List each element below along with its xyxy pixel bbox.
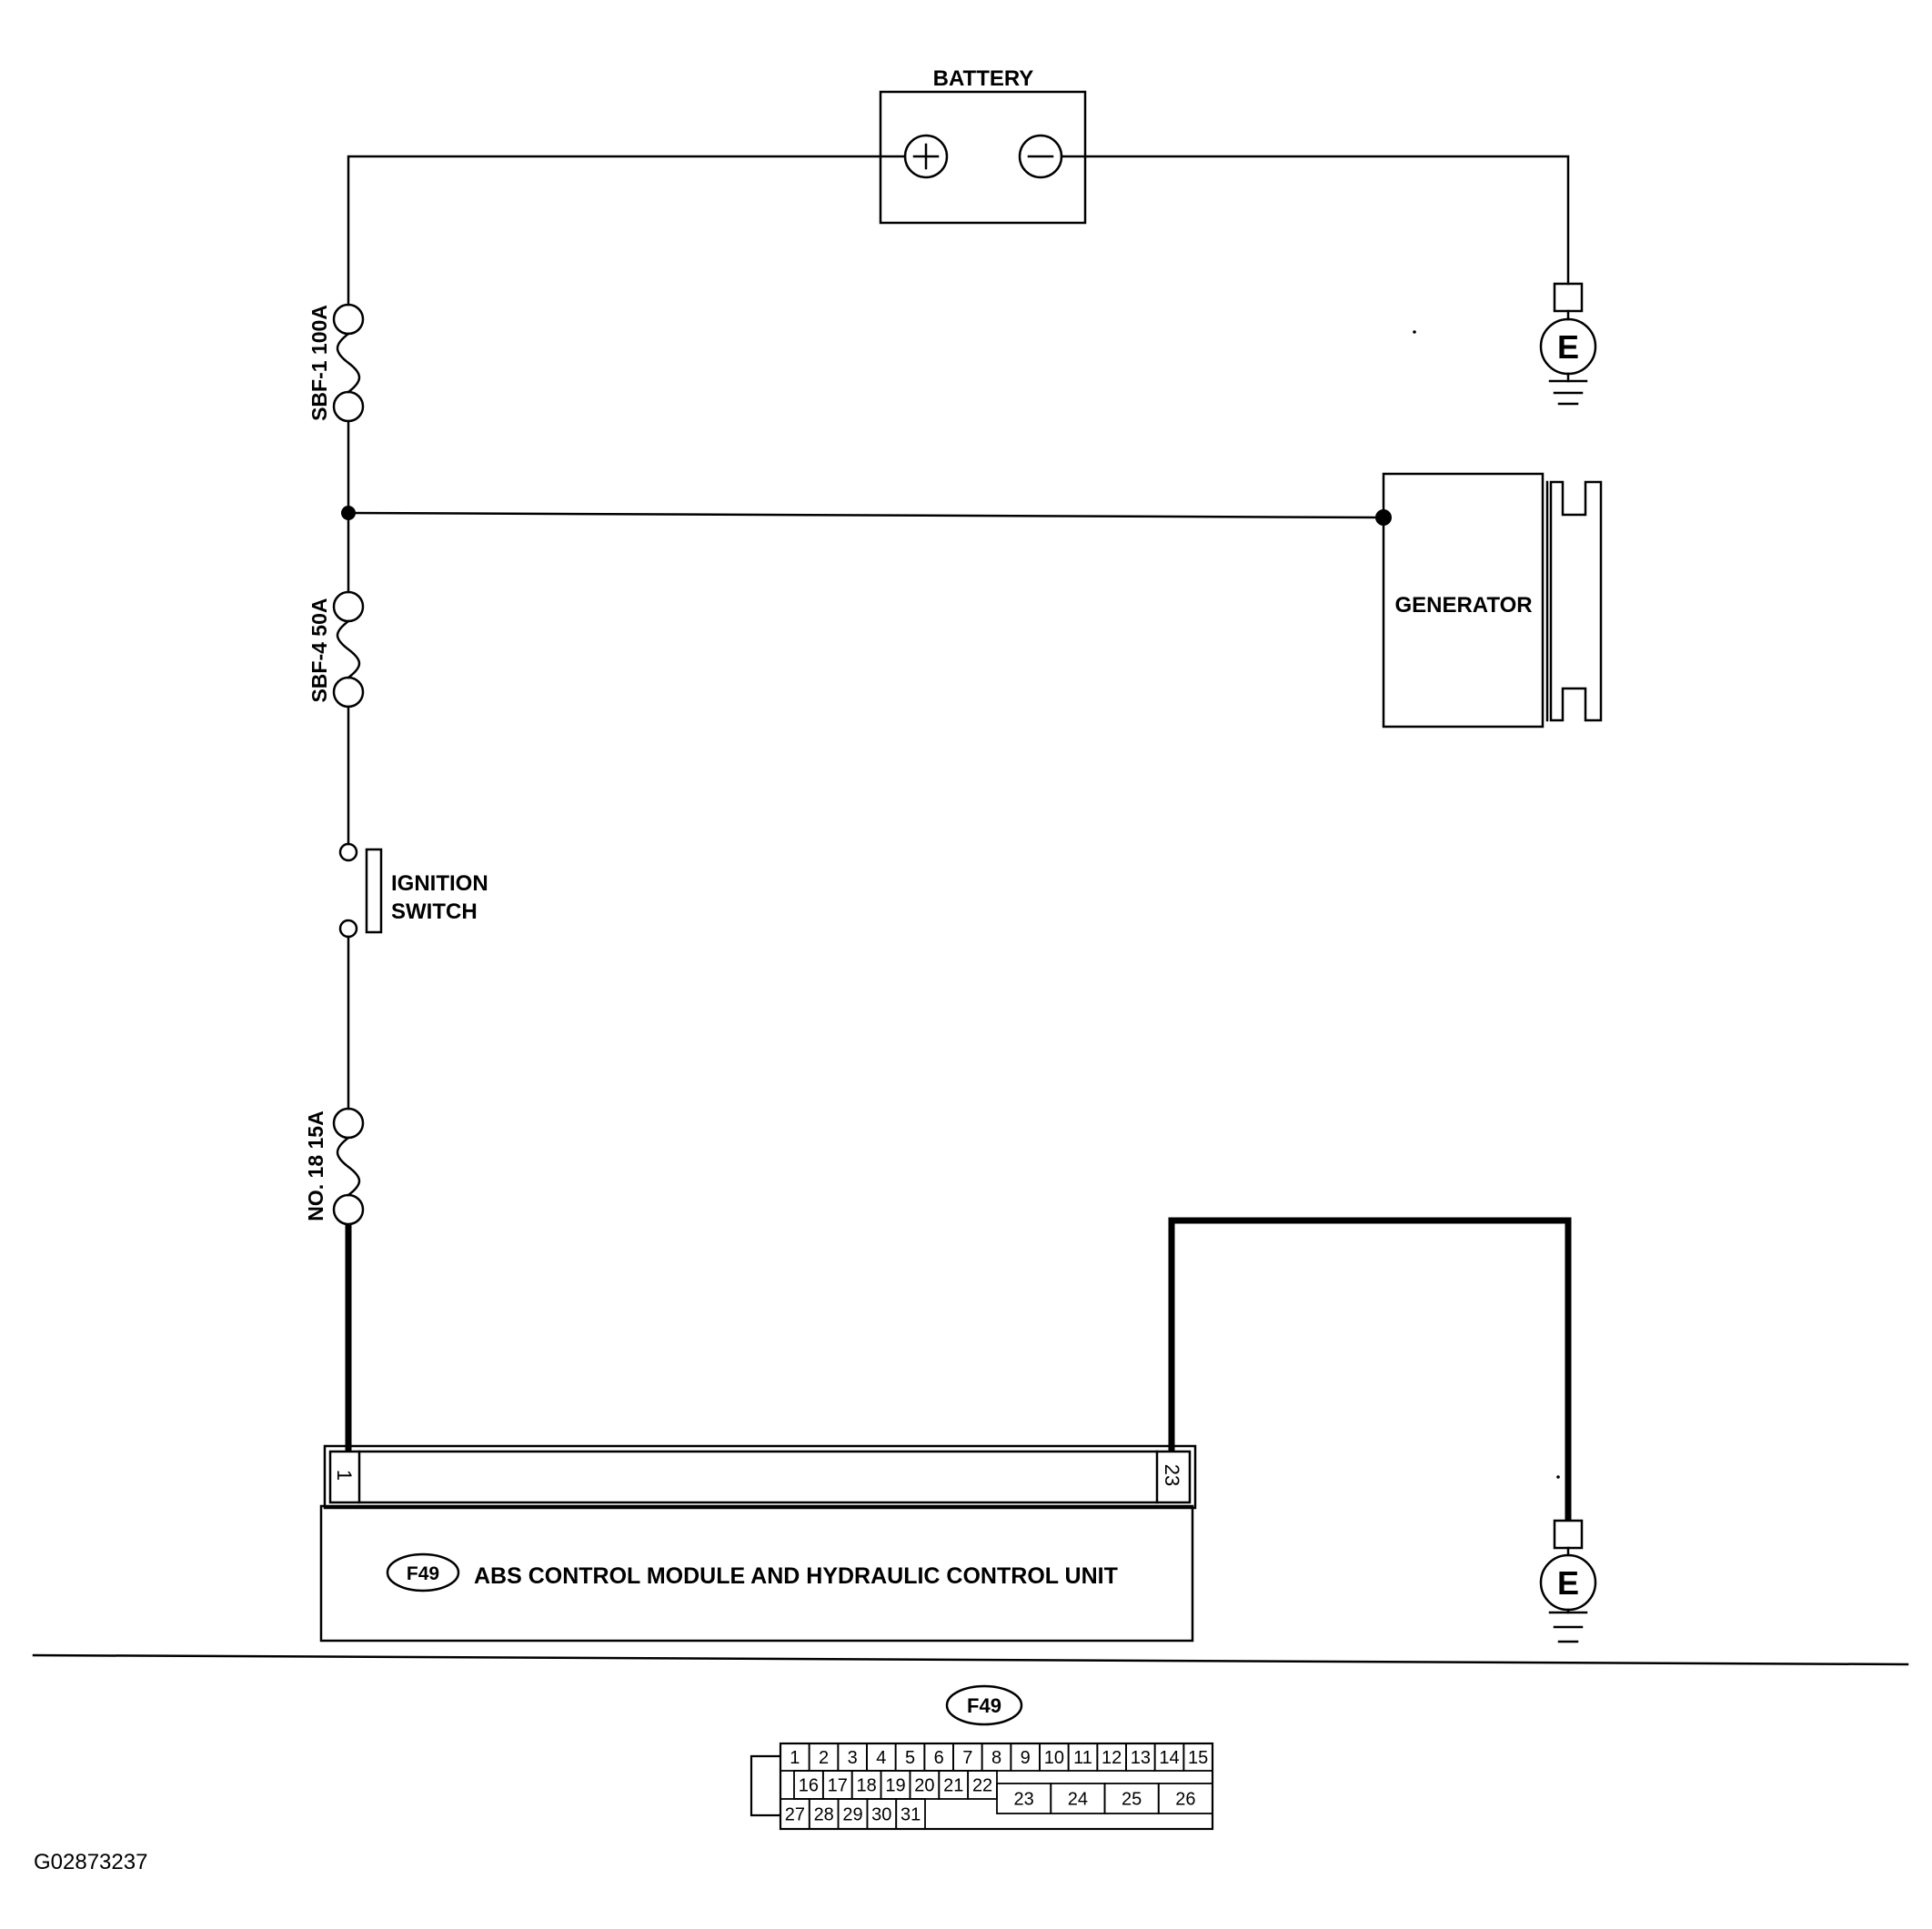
fuse-no-18-label: NO. 18 15A xyxy=(304,1110,327,1221)
pin-number: 12 xyxy=(1102,1748,1122,1768)
pin-number: 21 xyxy=(943,1776,963,1796)
pin-number: 2 xyxy=(819,1748,829,1768)
pin-number: 3 xyxy=(848,1748,858,1768)
pin-number: 15 xyxy=(1188,1748,1208,1768)
fuse-icon xyxy=(336,619,361,679)
pulley-icon xyxy=(1545,480,1603,722)
connector-lock-tab xyxy=(750,1754,780,1817)
stray-dot xyxy=(1413,330,1416,334)
battery-body xyxy=(879,90,1087,225)
generator-body xyxy=(1382,472,1545,728)
fuse-sbf-1-label: SBF-1 100A xyxy=(307,305,331,421)
connector-id-badge xyxy=(386,1552,460,1592)
pin-number: 16 xyxy=(799,1776,819,1796)
section-divider xyxy=(32,1653,1909,1666)
module-pin-23: 23 xyxy=(1161,1464,1183,1486)
module-name: ABS CONTROL MODULE AND HYDRAULIC CONTROL… xyxy=(474,1563,1118,1589)
wire-battery-positive xyxy=(347,155,907,306)
pin-number: 31 xyxy=(901,1805,921,1825)
wire-to-generator xyxy=(347,511,1385,519)
minus-terminal-icon xyxy=(1018,134,1063,179)
battery-label: BATTERY xyxy=(933,66,1034,91)
generator-label: GENERATOR xyxy=(1394,593,1532,618)
pin-number: 19 xyxy=(885,1776,905,1796)
pin-number: 8 xyxy=(991,1748,1001,1768)
pin-number: 10 xyxy=(1044,1748,1064,1768)
pin-number: 30 xyxy=(871,1805,891,1825)
pin-number: 22 xyxy=(972,1776,992,1796)
figure-id: G02873237 xyxy=(34,1850,147,1874)
connector-f49-label: F49 xyxy=(967,1694,1001,1717)
pin-number: 18 xyxy=(857,1776,877,1796)
ignition-switch: IGNITION SWITCH xyxy=(338,842,488,939)
pin-number: 5 xyxy=(905,1748,915,1768)
ignition-switch-label-2: SWITCH xyxy=(391,899,478,924)
pin-number: 23 xyxy=(1014,1790,1034,1810)
pin-number: 28 xyxy=(814,1805,834,1825)
pin-number: 20 xyxy=(914,1776,934,1796)
module-body xyxy=(319,1504,1194,1643)
fuse-icon xyxy=(336,1136,361,1197)
module-connector-outline xyxy=(323,1444,1197,1510)
ground-terminal xyxy=(1553,1519,1584,1550)
module-pin-1: 1 xyxy=(333,1470,356,1481)
module-connector-strip xyxy=(328,1450,1192,1504)
pin-number: 11 xyxy=(1073,1748,1092,1768)
fuse-icon xyxy=(336,332,361,394)
pin-number: 14 xyxy=(1159,1748,1179,1768)
generator: GENERATOR xyxy=(1382,472,1603,728)
wire-battery-negative xyxy=(1060,155,1570,286)
fuse-no-18: NO. 18 15A xyxy=(304,1107,365,1226)
pin-number: 1 xyxy=(790,1748,800,1768)
pin-number: 6 xyxy=(934,1748,944,1768)
pin-number: 24 xyxy=(1068,1790,1088,1810)
ignition-switch-label-1: IGNITION xyxy=(391,871,488,896)
ground-bottom: E xyxy=(1539,1519,1597,1643)
fuse-sbf-4-label: SBF-4 50A xyxy=(307,598,331,702)
ground-top: E xyxy=(1539,282,1597,406)
pin-number: 9 xyxy=(1021,1748,1031,1768)
fuse-sbf-1: SBF-1 100A xyxy=(307,303,365,423)
module-connector-id: F49 xyxy=(407,1563,439,1584)
pin-number: 4 xyxy=(876,1748,886,1768)
pin-number: 13 xyxy=(1131,1748,1151,1768)
pin-number: 29 xyxy=(842,1805,862,1825)
pin-number: 27 xyxy=(785,1805,805,1825)
fuse-sbf-4: SBF-4 50A xyxy=(307,590,365,708)
ground-symbol-label: E xyxy=(1557,1564,1579,1602)
switch-contact xyxy=(338,842,358,862)
ground-symbol-label: E xyxy=(1557,328,1579,366)
pin-number: 7 xyxy=(962,1748,972,1768)
switch-actuator xyxy=(365,848,383,934)
plus-terminal-icon xyxy=(903,134,949,179)
connector-outline xyxy=(779,1742,1214,1831)
pin-number: 17 xyxy=(828,1776,848,1796)
pin-number: 26 xyxy=(1175,1790,1195,1810)
battery: BATTERY xyxy=(879,66,1087,225)
switch-contact xyxy=(338,919,358,939)
pin-number: 25 xyxy=(1122,1790,1142,1810)
abs-control-module: 1 23 F49 ABS CONTROL MODULE AND HYDRAULI… xyxy=(319,1444,1197,1643)
stray-dot xyxy=(1556,1475,1560,1479)
ground-terminal xyxy=(1553,282,1584,313)
connector-id-badge xyxy=(945,1684,1023,1726)
wire-pin23-to-ground xyxy=(1168,1217,1572,1521)
